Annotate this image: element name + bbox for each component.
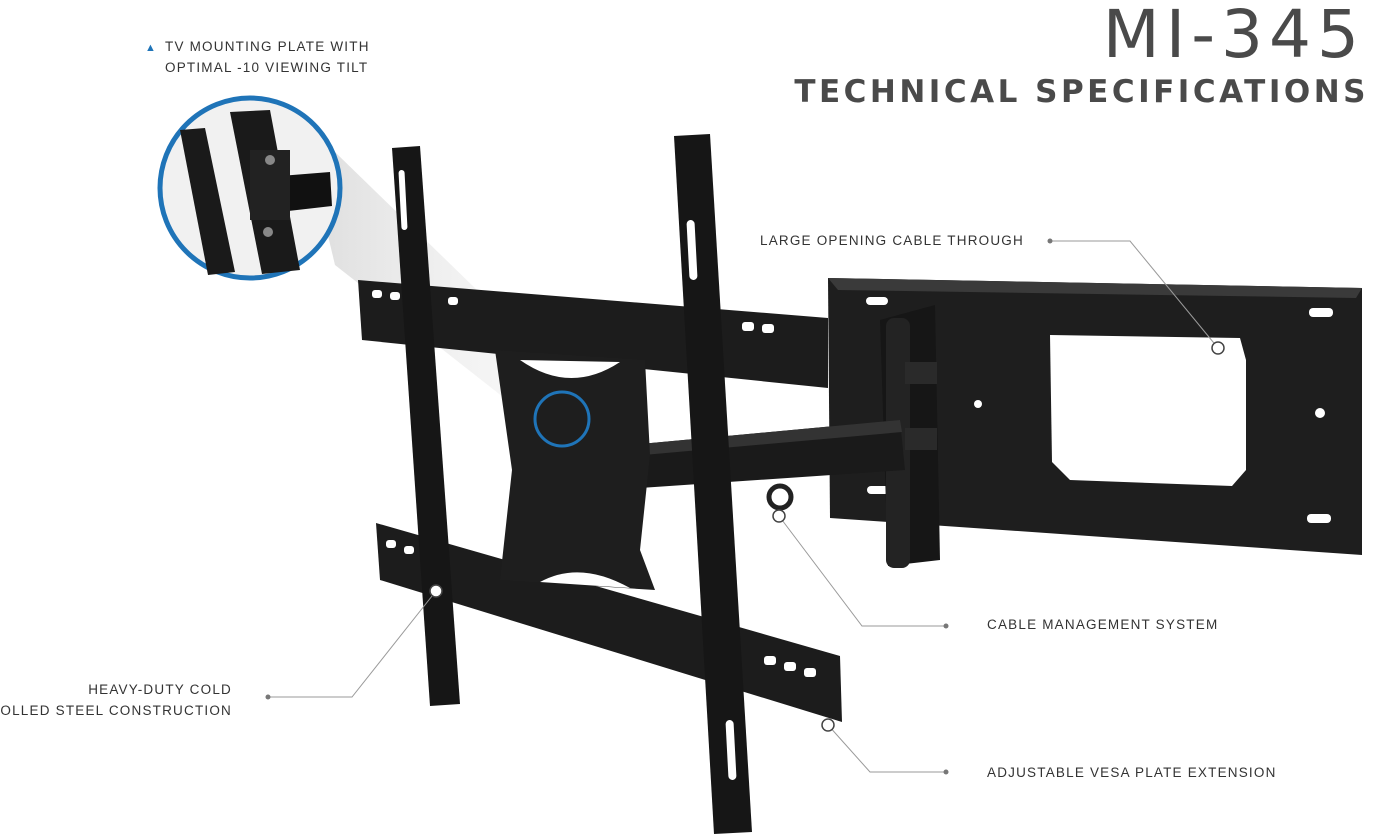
tilt-highlight-ring (533, 390, 591, 448)
callout-tilt: ▲ TV MOUNTING PLATE WITH OPTIMAL -10 VIE… (145, 36, 370, 78)
callout-tilt-line2: OPTIMAL -10 VIEWING TILT (165, 60, 369, 75)
model-title: MI-345 (1102, 0, 1365, 73)
callout-steel-line1: HEAVY-DUTY COLD (88, 682, 232, 697)
callout-steel-line2: ROLLED STEEL CONSTRUCTION (0, 703, 232, 718)
center-mounting-plate (495, 350, 655, 590)
spec-subtitle: TECHNICAL SPECIFICATIONS (794, 74, 1369, 110)
cable-clip (766, 483, 794, 511)
callout-steel: HEAVY-DUTY COLD ROLLED STEEL CONSTRUCTIO… (0, 679, 232, 721)
cable-opening (1050, 335, 1246, 486)
callout-dots (265, 238, 1053, 775)
triangle-up-icon: ▲ (145, 42, 158, 54)
tilt-detail-inset (157, 95, 343, 281)
wall-plate (828, 278, 1362, 555)
vertical-rails (392, 134, 752, 834)
callout-cable-management: CABLE MANAGEMENT SYSTEM (987, 617, 1219, 632)
callout-cable-through: LARGE OPENING CABLE THROUGH (760, 233, 1024, 248)
callout-tilt-line1: TV MOUNTING PLATE WITH (165, 39, 370, 54)
callout-markers (429, 341, 1225, 732)
callout-leaders (268, 240, 1219, 773)
callout-vesa-extension: ADJUSTABLE VESA PLATE EXTENSION (987, 765, 1277, 780)
